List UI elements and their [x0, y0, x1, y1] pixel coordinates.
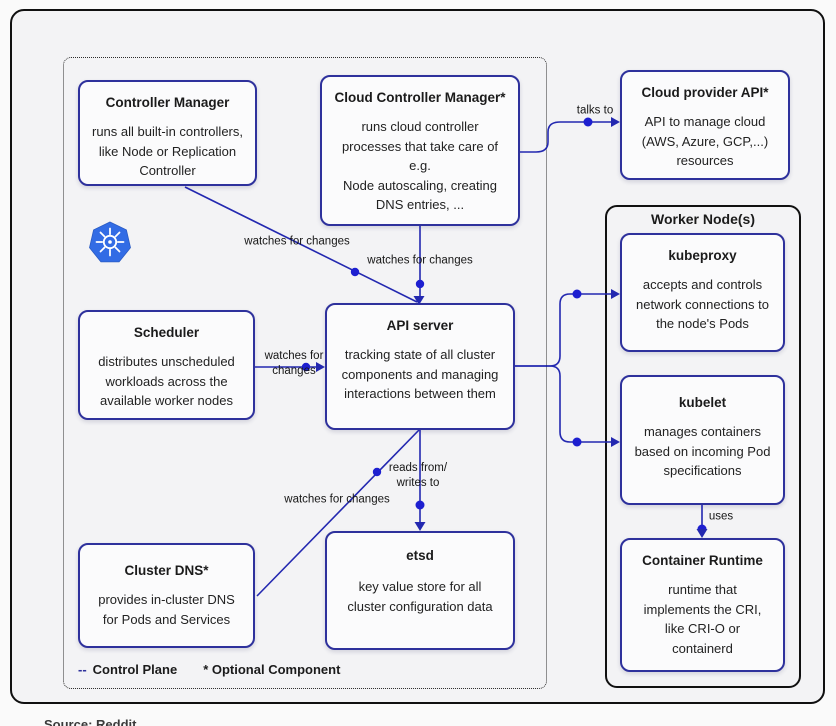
edge-label-reads-from-writes-to: reads from/ writes to: [388, 462, 448, 489]
node-cloud-controller-manager: Cloud Controller Manager* runs cloud con…: [320, 75, 520, 226]
node-body: key value store for all cluster configur…: [347, 579, 493, 614]
legend-control-plane-label: Control Plane: [92, 662, 178, 677]
node-body: API to manage cloud (AWS, Azure, GCP,...…: [641, 114, 769, 168]
node-title: API server: [386, 318, 454, 333]
legend-dash-icon: --: [78, 662, 87, 677]
node-controller-manager: Controller Manager runs all built-in con…: [78, 80, 257, 186]
node-body: provides in-cluster DNS for Pods and Ser…: [98, 592, 235, 627]
edge-label-watches-for-changes: watches for changes: [264, 350, 324, 377]
legend-control-plane: -- Control Plane: [78, 662, 177, 677]
node-title: Cloud provider API*: [641, 85, 769, 100]
node-container-runtime: Container Runtime runtime that implement…: [620, 538, 785, 672]
worker-node-group: [605, 205, 801, 688]
edge-label-watches-for-changes: watches for changes: [244, 235, 350, 248]
worker-node-group-title: Worker Node(s): [651, 211, 755, 227]
legend: -- Control Plane * Optional Component: [78, 662, 340, 677]
node-scheduler: Scheduler distributes unscheduled worklo…: [78, 310, 255, 420]
node-cluster-dns: Cluster DNS* provides in-cluster DNS for…: [78, 543, 255, 648]
node-etsd: etsd key value store for all cluster con…: [325, 531, 515, 650]
edge-label-watches-for-changes: watches for changes: [284, 493, 390, 506]
node-title: Cloud Controller Manager*: [334, 90, 506, 105]
node-title: kubelet: [678, 395, 727, 410]
node-cloud-provider-api: Cloud provider API* API to manage cloud …: [620, 70, 790, 180]
node-kubelet: kubelet manages containers based on inco…: [620, 375, 785, 505]
node-title: etsd: [406, 548, 434, 563]
node-title: kubeproxy: [668, 248, 737, 263]
node-kubeproxy: kubeproxy accepts and controls network c…: [620, 233, 785, 352]
node-body: manages containers based on incoming Pod…: [634, 424, 771, 478]
node-body: runs all built-in controllers, like Node…: [91, 124, 243, 178]
node-body: distributes unscheduled workloads across…: [98, 354, 235, 408]
edge-label-talks-to: talks to: [576, 104, 614, 117]
node-title: Container Runtime: [642, 553, 763, 568]
edge-label-watches-for-changes: watches for changes: [367, 254, 473, 267]
edge-label-uses: uses: [708, 510, 734, 523]
node-title: Scheduler: [133, 325, 200, 340]
node-body: accepts and controls network connections…: [636, 277, 769, 331]
node-title: Cluster DNS*: [124, 563, 209, 578]
node-body: runs cloud controller processes that tak…: [341, 119, 499, 212]
node-api-server: API server tracking state of all cluster…: [325, 303, 515, 430]
source-caption: Source: Reddit: [44, 717, 137, 726]
node-body: runtime that implements the CRI, like CR…: [643, 582, 762, 656]
legend-optional-component: * Optional Component: [203, 662, 341, 677]
kubernetes-logo-icon: [88, 221, 132, 265]
node-title: Controller Manager: [105, 95, 230, 110]
node-body: tracking state of all cluster components…: [341, 347, 499, 401]
